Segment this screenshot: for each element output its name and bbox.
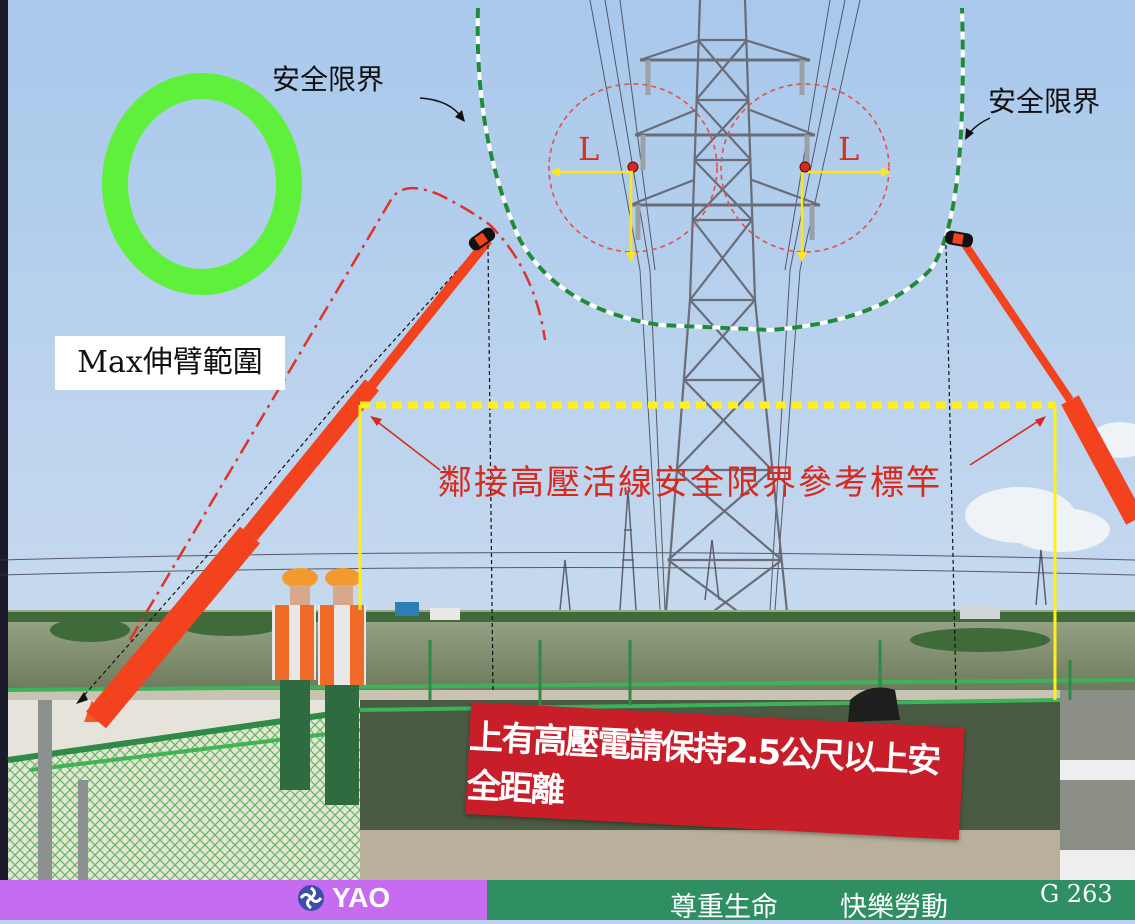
clouds [965,422,1135,552]
footer-right: 尊重生命 快樂勞動 G 263 [487,880,1135,923]
boom-arms [86,227,1135,729]
max-reach-curve [128,187,547,641]
clearance-label-left: L [578,130,600,168]
worker-1 [272,568,318,790]
yao-logo-icon [298,885,324,911]
safety-limit-label-left: 安全限界 [272,63,385,96]
clearance-circles [548,83,890,253]
safety-limit-label-right: 安全限界 [988,85,1101,118]
safety-boundary-curve [475,7,965,333]
conductor-point-left [627,161,639,173]
footer-bar: YAO 尊重生命 快樂勞動 G 263 [0,880,1135,923]
label-pointers [419,97,991,140]
reference-pole-label: 鄰接高壓活線安全限界參考標竿 [438,463,942,503]
max-reach-label: Max伸臂範圍 [55,336,285,390]
reference-pole [358,401,1057,700]
slogan-1: 尊重生命 [670,892,778,923]
distant-towers [559,489,1047,611]
logo: YAO [296,882,390,914]
worker-2 [318,568,366,805]
transmission-tower [629,0,821,691]
conductor-point-right [799,161,811,173]
clearance-arrows [550,167,891,262]
tree-line [8,612,1135,652]
footer-left: YAO [0,880,487,920]
slide-number: G 263 [1040,880,1113,908]
green-ring [102,73,302,295]
safety-net [8,710,360,880]
reference-pointers [370,416,1046,471]
clearance-label-right: L [838,130,860,168]
buildings [395,602,419,616]
slogan-2: 快樂勞動 [840,892,948,923]
boom-path-arrow [79,239,486,701]
logo-text: YAO [332,882,391,913]
left-border [0,0,8,880]
